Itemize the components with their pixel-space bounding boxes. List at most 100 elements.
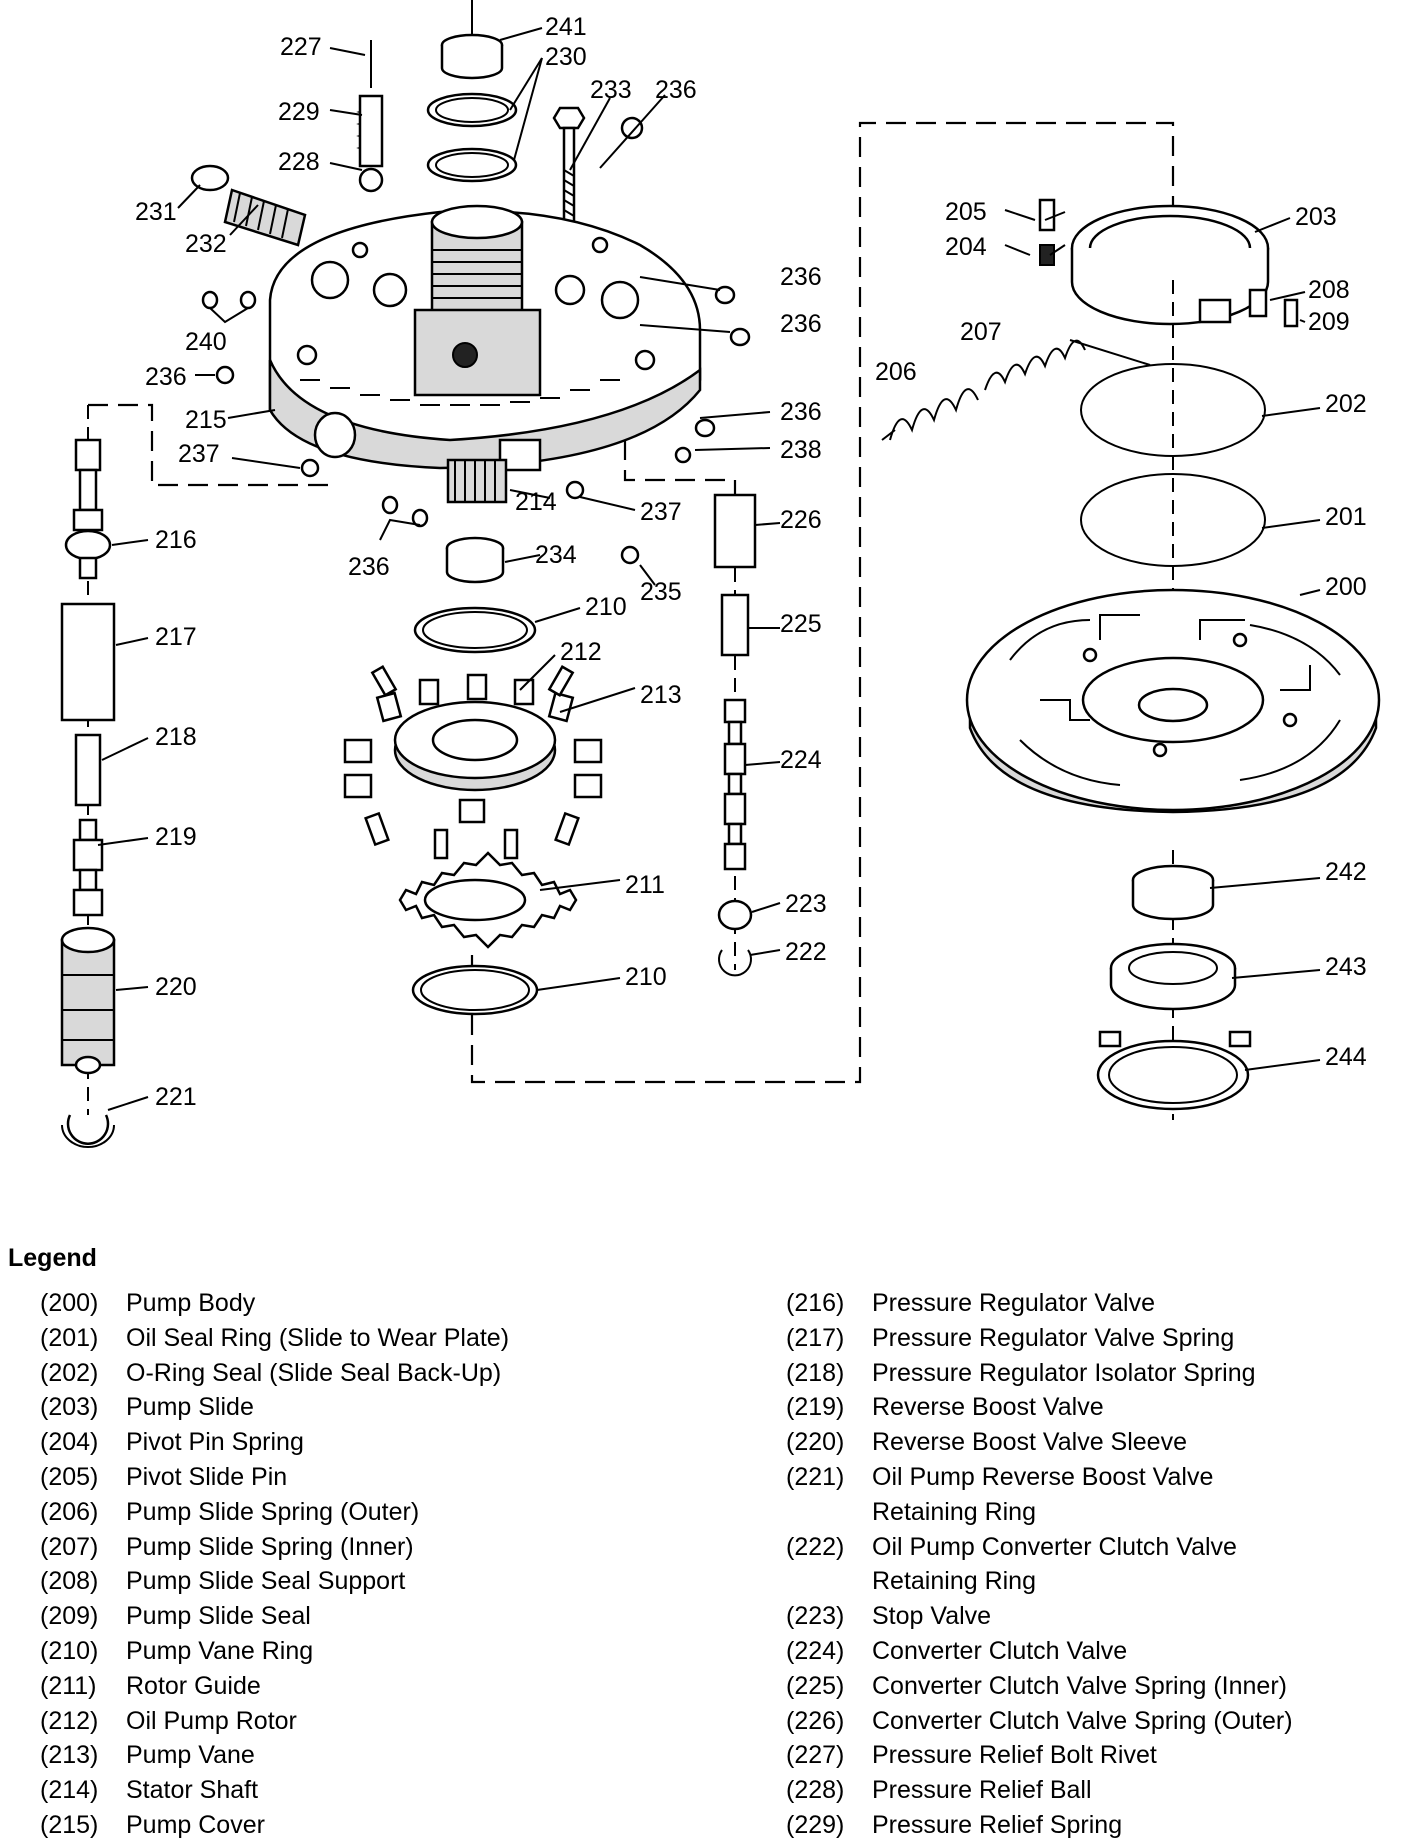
legend-item: (209) Pump Slide Seal [40, 1599, 740, 1634]
legend-title: Legend [8, 1244, 97, 1272]
callout-238: 238 [780, 436, 822, 464]
check-balls-236 [201, 285, 751, 565]
legend-item-number: (200) [40, 1289, 99, 1317]
legend-item-number: (214) [40, 1776, 99, 1805]
legend-item-number: (229) [786, 1810, 845, 1839]
callout-235: 235 [640, 578, 682, 606]
legend-item-number: (202) [40, 1358, 99, 1387]
legend-item-number: (217) [786, 1323, 845, 1352]
lower-right-parts [1096, 850, 1252, 1120]
legend-item-number: (206) [40, 1497, 99, 1526]
legend-item-description: Converter Clutch Valve [872, 1636, 1128, 1665]
callout-208: 208 [1308, 276, 1350, 304]
legend-item-number: (223) [786, 1602, 845, 1631]
exploded-view-diagram: 241 227 230 233 236 229 228 231 232 236 … [60, 0, 1381, 1150]
callout-223: 223 [785, 890, 827, 918]
legend-right-column: (216) Pressure Regulator Valve (217) Pressu… [786, 1286, 1396, 1843]
filter-screen-232 [190, 164, 307, 247]
legend-item: (201)Oil Seal Ring (Slide to Wear Plate) [40, 1321, 740, 1356]
callout-244: 244 [1325, 1043, 1367, 1071]
callout-225: 225 [780, 610, 822, 638]
callout-209: 209 [1308, 308, 1350, 336]
callout-236-top: 236 [655, 76, 697, 104]
callout-232: 232 [185, 230, 227, 258]
legend-item-description: Pump Slide Spring (Outer) [126, 1497, 420, 1526]
rotor-guide-211 [398, 851, 578, 949]
legend-item-number: (221) [786, 1462, 845, 1491]
legend-left-column: (200) Pump Body (201)Oil Seal Ring (Slide … [40, 1286, 740, 1843]
legend-item-number: (218) [786, 1358, 845, 1387]
callout-236-right-1: 236 [780, 263, 822, 291]
legend-item: (224) Converter Clutch Valve [786, 1634, 1396, 1669]
legend-item-number: (216) [786, 1289, 845, 1317]
seal-rings-201-202 [1080, 280, 1266, 700]
legend-item: (222)Oil Pump Converter Clutch Valve Ret… [786, 1530, 1396, 1600]
pivot-pin-parts [1038, 198, 1056, 266]
callout-241: 241 [545, 13, 587, 41]
pressure-regulator-valve-stack [60, 405, 116, 1150]
callout-230: 230 [545, 43, 587, 71]
pump-cover-215 [268, 204, 702, 504]
legend-item-description: Oil Pump Rotor [126, 1706, 297, 1735]
legend-item: (229) Pressure Relief Spring [786, 1808, 1396, 1843]
callout-206: 206 [875, 358, 917, 386]
legend-item-description: Pump Slide Seal [126, 1602, 311, 1631]
legend-item-description: Reverse Boost Valve Sleeve [872, 1428, 1187, 1457]
legend-item-description: Pressure Relief Ball [872, 1776, 1092, 1805]
legend-item: (215)Pump Cover [40, 1808, 740, 1843]
callout-243: 243 [1325, 953, 1367, 981]
converter-clutch-valve-stack [713, 480, 757, 977]
callout-227: 227 [280, 33, 322, 61]
legend-item-description: Pump Vane [126, 1741, 255, 1770]
legend-item-description: Reverse Boost Valve [872, 1393, 1104, 1422]
callout-237-left: 237 [178, 440, 220, 468]
legend-item-number: (209) [40, 1602, 99, 1631]
callout-212: 212 [560, 638, 602, 666]
legend-item: (214)Stator Shaft [40, 1773, 740, 1808]
legend-item: (208)Pump Slide Seal Support [40, 1564, 740, 1599]
legend-item-number: (225) [786, 1671, 845, 1700]
callout-236-right-2: 236 [780, 310, 822, 338]
legend-item: (220)Reverse Boost Valve Sleeve [786, 1425, 1396, 1460]
legend-item: (210) Pump Vane Ring [40, 1634, 740, 1669]
callout-201: 201 [1325, 503, 1367, 531]
legend-item-number: (201) [40, 1323, 99, 1352]
callout-218: 218 [155, 723, 197, 751]
callout-229: 229 [278, 98, 320, 126]
callout-221: 221 [155, 1083, 197, 1111]
legend-item-number: (211) [40, 1671, 97, 1700]
legend-item: (207)Pump Slide Spring (Inner) [40, 1530, 740, 1565]
legend-item-description: Pressure Regulator Valve [872, 1289, 1156, 1317]
callout-234: 234 [535, 541, 577, 569]
legend-item-description: Pump Vane Ring [126, 1636, 314, 1665]
callout-219: 219 [155, 823, 197, 851]
legend-item: (202)O-Ring Seal (Slide Seal Back-Up) [40, 1356, 740, 1391]
callout-216: 216 [155, 526, 197, 554]
legend-item-description: Converter Clutch Valve Spring (Inner) [872, 1671, 1287, 1700]
vane-ring-210-upper [413, 606, 537, 654]
legend-item: (223)Stop Valve [786, 1599, 1396, 1634]
legend-item-number: (210) [40, 1636, 99, 1665]
legend-item-number: (224) [786, 1636, 845, 1665]
legend-item-description: Rotor Guide [126, 1671, 261, 1700]
legend-item: (213)Pump Vane [40, 1738, 740, 1773]
callout-214: 214 [515, 488, 557, 516]
bushing-234 [445, 536, 505, 584]
legend-item-description: Pump Body [126, 1289, 256, 1317]
callout-228: 228 [278, 148, 320, 176]
callout-210-lower: 210 [625, 963, 667, 991]
legend-item-number: (203) [40, 1393, 99, 1422]
callout-207: 207 [960, 318, 1002, 346]
callout-202: 202 [1325, 390, 1367, 418]
legend-item: (204)Pivot Pin Spring [40, 1425, 740, 1460]
legend-item: (206) Pump Slide Spring (Outer) [40, 1495, 740, 1530]
legend-item-number: (219) [786, 1393, 845, 1422]
legend-item-description: Pivot Slide Pin [126, 1462, 288, 1491]
legend-item-description: Pressure Relief Spring [872, 1810, 1123, 1839]
callout-224: 224 [780, 746, 822, 774]
callout-203: 203 [1295, 203, 1337, 231]
callout-217: 217 [155, 623, 197, 651]
seal-rings-230 [426, 92, 518, 183]
callout-231: 231 [135, 198, 177, 226]
pump-body-200 [965, 588, 1381, 814]
